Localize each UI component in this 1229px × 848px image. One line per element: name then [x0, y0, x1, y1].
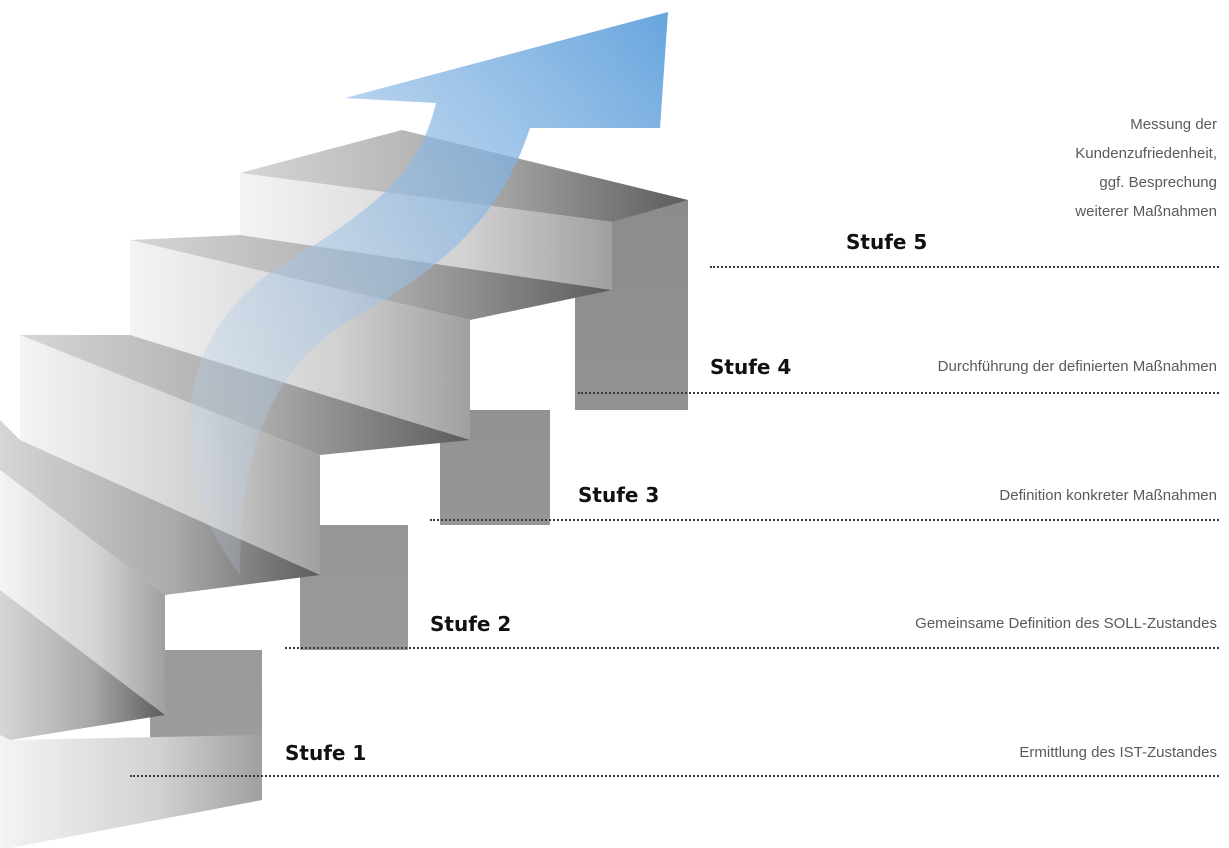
stage-2-dotted-line	[285, 647, 1219, 649]
stage-4-description: Durchführung der definierten Maßnahmen	[937, 358, 1217, 375]
stage-1-dotted-line	[130, 775, 1219, 777]
stage-5-description-line-1: Messung der	[1130, 116, 1217, 133]
stage-3-label: Stufe 3	[578, 483, 660, 507]
stage-4-label: Stufe 4	[710, 355, 792, 379]
stage-5-description-line-3: ggf. Besprechung	[1099, 174, 1217, 191]
stage-1-label: Stufe 1	[285, 741, 367, 765]
stage-2-label: Stufe 2	[430, 612, 512, 636]
stage-5-label: Stufe 5	[846, 230, 928, 254]
stage-5-description: Messung der Kundenzufriedenheit, ggf. Be…	[1075, 110, 1217, 226]
upward-progress-arrow-icon	[188, 12, 669, 575]
step-2-riser	[0, 470, 165, 715]
stage-5-description-line-4: weiterer Maßnahmen	[1075, 203, 1217, 220]
step-1-tread	[0, 590, 165, 740]
stage-5-description-line-2: Kundenzufriedenheit,	[1075, 145, 1217, 162]
stage-5-dotted-line	[710, 266, 1219, 268]
step-3-riser	[20, 335, 320, 575]
stage-2-description: Gemeinsame Definition des SOLL-Zustandes	[915, 615, 1217, 632]
stage-4-dotted-line	[578, 392, 1219, 394]
stage-3-description: Definition konkreter Maßnahmen	[999, 487, 1217, 504]
stage-1-description: Ermittlung des IST-Zustandes	[1019, 744, 1217, 761]
stage-3-dotted-line	[430, 519, 1219, 521]
step-1-riser	[0, 735, 262, 848]
